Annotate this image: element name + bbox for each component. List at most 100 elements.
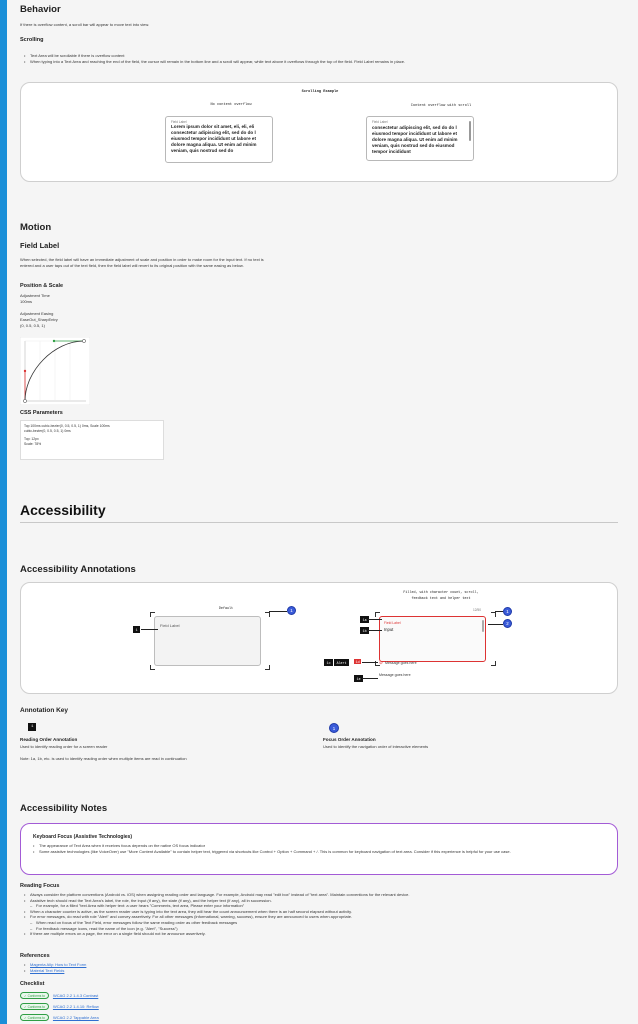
check-icon: ✓ [24,1015,28,1020]
css-line-1: Top 100ms cubic-bezier(0, 0.5, 0.5, 1) 0… [24,424,110,428]
filled-field-label: Field Label [384,621,401,625]
checklist-row: ✓ Conforms to WCAG 2.2 1.4.3 Contrast [20,990,99,1001]
checklist-row: ✓ Conforms to WCAG 2.2 1.4.10: Reflow [20,1001,99,1012]
behavior-title: Behavior [20,4,61,15]
css-scale: Scale: 78% [24,441,42,446]
text-area-no-overflow[interactable]: Field Label Lorem ipsum dolor sit amet, … [165,116,273,163]
corner-bracket [375,612,380,617]
css-line-2: cubic-bezier(0, 0.5, 0.5, 1) 0ms [24,428,71,433]
corner-bracket [375,661,380,666]
reading-focus-bullet: For error messages, do read with role "A… [24,914,614,920]
reading-focus-bullet: For feedback message icons, read the nam… [24,926,614,932]
reading-order-badge: 1 [133,626,141,634]
checklist-link[interactable]: WCAG 2.2 1.4.3 Contrast [52,993,99,998]
annotation-line [141,629,158,630]
accessibility-notes-heading: Accessibility Notes [20,803,108,814]
scrolling-example-title: Scrolling Example [301,90,339,94]
filled-input: Input [384,627,394,632]
error-badge: 1d [354,659,362,665]
check-icon: ✓ [24,1004,28,1009]
corner-bracket [491,612,496,617]
references-heading: References [20,953,50,959]
feedback-message: Message goes here [385,661,417,665]
css-top: Top: 12px [24,437,39,442]
annotation-line [269,611,287,612]
overflow-caption: Content overflow with scroll [410,104,472,108]
checklist: ✓ Conforms to WCAG 2.2 1.4.3 Contrast ✓ … [20,990,99,1023]
focus-order-badge: 1 [503,607,512,616]
css-parameters-box: Top 100ms cubic-bezier(0, 0.5, 0.5, 1) 0… [20,420,164,460]
character-counter: 12/50 [473,608,481,612]
reading-focus-bullets: Always consider the platform conventions… [24,892,614,937]
annotation-line [368,630,382,631]
reading-order-key-badge: 1 [28,723,37,731]
conforms-pill: ✓ Conforms to [20,1003,49,1010]
reference-item: Magenta Ally: How to Text Form [24,962,86,968]
annotation-line [488,624,503,625]
adjustment-easing-label: Adjustment Easing [20,311,54,316]
reference-link[interactable]: Material Text Fields [30,967,65,973]
position-scale-heading: Position & Scale [20,283,64,289]
annotation-line [362,678,378,679]
checklist-link[interactable]: WCAG 2.2 1.4.10: Reflow [52,1004,99,1009]
adjustment-easing-params: (0, 0.5, 0.5, 1) [20,323,45,328]
scrolling-bullet: Text Area will be scrollable if there is… [24,53,434,59]
focus-order-badge: 2 [503,619,512,628]
filled-error-text-area[interactable] [379,616,486,662]
conforms-pill: ✓ Conforms to [20,1014,49,1021]
keyboard-focus-card: Keyboard Focus (Assistive Technologies) … [20,823,618,875]
corner-bracket [491,661,496,666]
section-divider [20,522,618,523]
scrollbar[interactable] [482,620,484,632]
adjustment-time-label: Adjustment Time [20,293,50,298]
corner-bracket [150,612,155,617]
scrolling-bullets: Text Area will be scrollable if there is… [24,53,434,64]
annotation-line [495,611,503,612]
scrolling-heading: Scrolling [20,37,44,43]
focus-order-title: Focus Order Annotation [323,737,376,742]
checklist-link[interactable]: WCAG 2.2 Tappable Area [52,1015,99,1020]
reading-focus-heading: Reading Focus [20,883,60,889]
annotation-key-heading: Annotation Key [20,707,69,714]
default-caption: Default [218,607,234,611]
motion-description: When selected, the field label will have… [20,257,264,268]
reading-order-desc: Used to identify reading order for a scr… [20,744,108,749]
annotations-card: Default Field Label 1 1 Filled, with cha… [20,582,618,694]
corner-bracket [150,665,155,670]
alert-badge: Alert [334,659,350,667]
reading-order-title: Reading Order Annotation [20,737,78,742]
accessibility-title: Accessibility [20,502,106,518]
corner-bracket [265,665,270,670]
motion-title: Motion [20,222,52,233]
default-text-area[interactable] [154,616,261,666]
keyboard-focus-title: Keyboard Focus (Assistive Technologies) [33,834,133,840]
helper-message: Message goes here [379,673,411,677]
reading-focus-bullet: If there are multiple errors on a page, … [24,931,614,937]
annotation-line [362,662,378,663]
reference-item: Material Text Fields [24,968,86,974]
checklist-heading: Checklist [20,981,45,987]
reading-focus-bullet: When read on focus of the Text Field, er… [24,920,614,926]
text-area-overflow[interactable]: Field Label Lorem ipsum dolor sit amet, … [366,116,474,161]
text-area-content: Lorem ipsum dolor sit amet, eli, eli, el… [171,124,257,153]
css-parameters-heading: CSS Parameters [20,410,63,416]
annotations-heading: Accessibility Annotations [20,564,136,575]
focus-order-key-badge: 1 [329,723,339,733]
reading-order-badge: 1c [324,659,334,667]
annotation-line [368,619,382,620]
field-label: Field Label [171,120,187,124]
left-accent-bar [0,0,7,1024]
text-area-content: Lorem ipsum dolor sit amet, eli, eli, el… [372,123,458,154]
conforms-pill: ✓ Conforms to [20,992,49,999]
scrollbar[interactable] [469,121,471,141]
keyboard-bullet: The appearance of Text Area when it rece… [33,843,603,849]
default-field-label: Field Label [160,623,180,628]
keyboard-bullet: Some assistive technologies (like VoiceO… [33,849,603,855]
adjustment-easing-value: EaseOut_SharpEntry [20,317,58,322]
focus-order-badge: 1 [287,606,296,615]
scroll-viewport[interactable]: Lorem ipsum dolor sit amet, eli, eli, el… [372,123,468,159]
reading-focus-bullet: Always consider the platform conventions… [24,892,614,898]
behavior-intro: If there is overflow content, a scroll b… [20,22,150,27]
corner-bracket [265,612,270,617]
reference-link[interactable]: Magenta Ally: How to Text Form [30,962,87,967]
